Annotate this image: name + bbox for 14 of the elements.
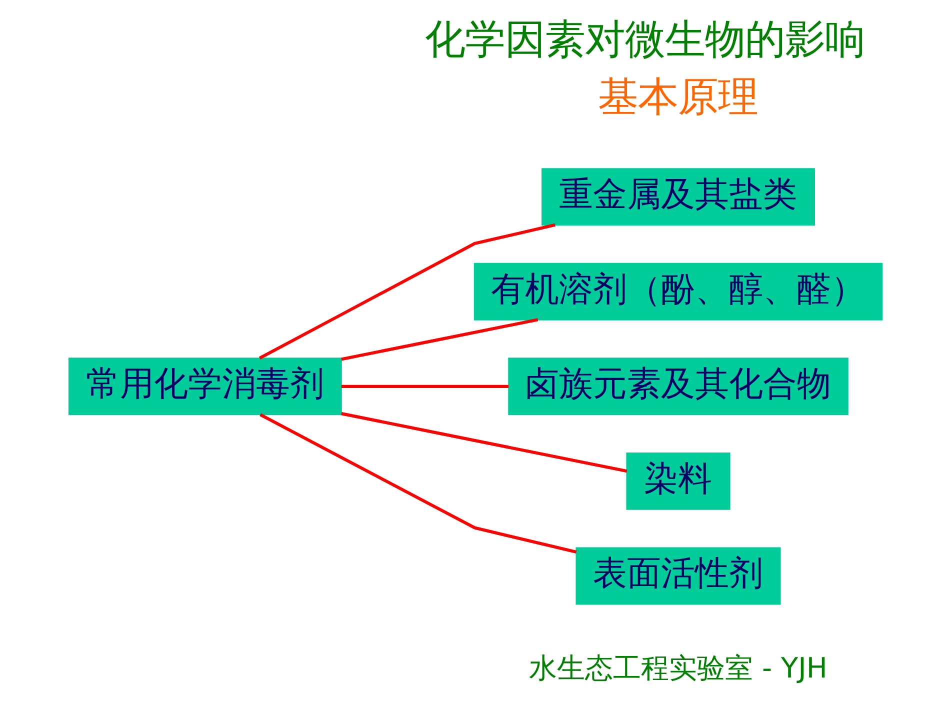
connector: [259, 413, 576, 554]
node-box: 重金属及其盐类: [541, 168, 814, 226]
connector: [258, 223, 555, 360]
label: 水生态工程实验室 - YJH: [528, 652, 827, 685]
connector: [340, 318, 538, 361]
node-box: 表面活性剂: [575, 547, 780, 605]
node-box: 卤族元素及其化合物: [508, 358, 848, 416]
diagram-title: 化学因素对微生物的影响: [424, 16, 864, 63]
connector: [340, 412, 627, 473]
connector: [340, 384, 508, 388]
node-box: 有机溶剂（酚、醇、醛）: [473, 262, 882, 320]
node-box: 染料: [626, 452, 730, 510]
label: 基本原理: [598, 73, 758, 120]
node-box: 常用化学消毒剂: [68, 358, 342, 416]
